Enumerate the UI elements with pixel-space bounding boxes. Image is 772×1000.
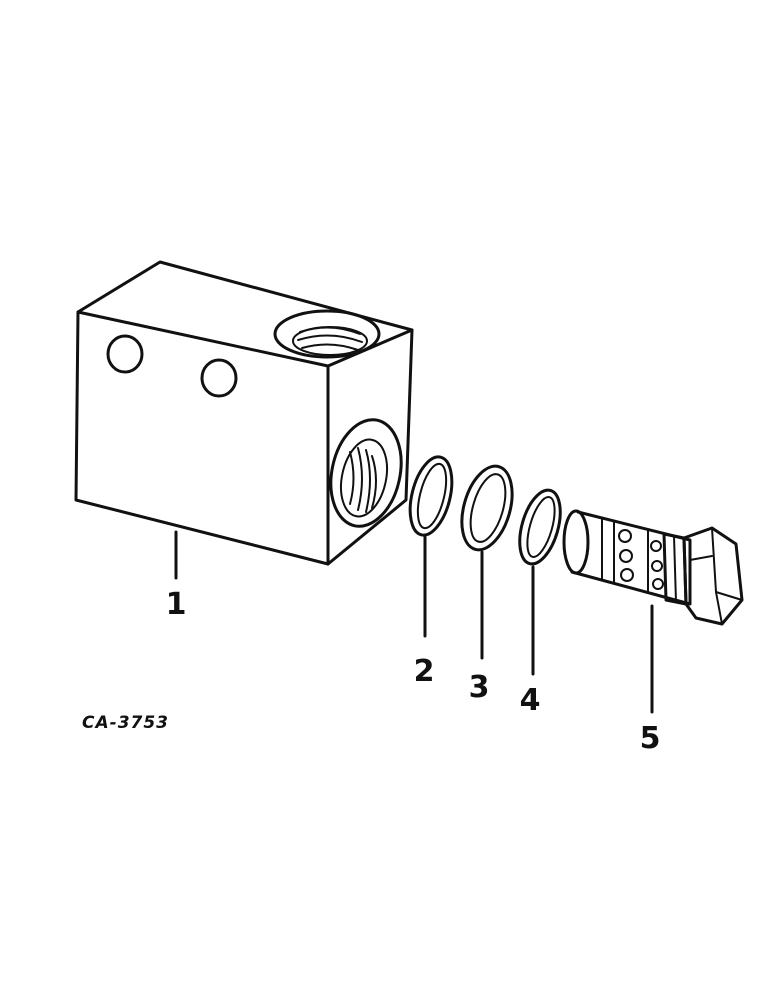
callout-2: 2 <box>414 654 435 689</box>
mounting-hole-right <box>200 358 238 398</box>
callout-5: 5 <box>640 721 661 756</box>
callout-3: 3 <box>469 670 490 705</box>
seal-ring-2 <box>408 455 454 537</box>
top-threaded-port <box>273 309 381 359</box>
side-threaded-port <box>329 418 403 528</box>
drawing-reference-code: CA-3753 <box>82 713 169 733</box>
mounting-hole-left <box>106 334 144 374</box>
callout-4: 4 <box>520 683 541 718</box>
callout-1: 1 <box>166 587 187 622</box>
valve-body-block <box>74 260 414 566</box>
seal-ring-4 <box>518 488 562 566</box>
leader-lines <box>174 530 654 714</box>
seal-ring-3 <box>460 464 514 552</box>
relief-valve-cartridge <box>562 509 744 626</box>
